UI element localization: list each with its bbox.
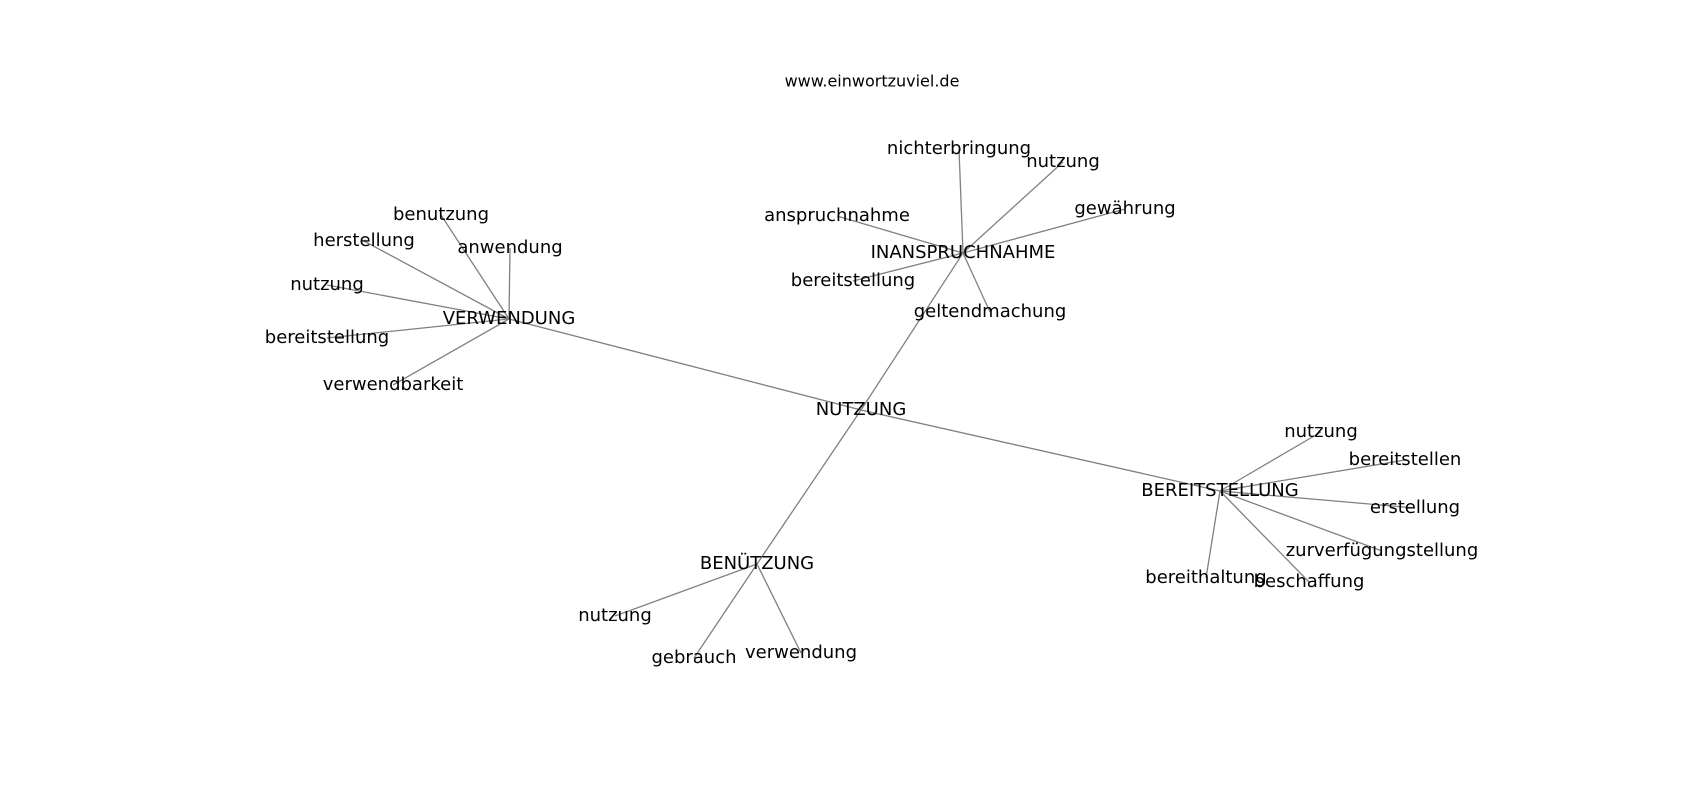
edge-inanspruchnahme-to-i-nichterbringung — [958, 148, 964, 254]
node-label-b-beschaffung: beschaffung — [1254, 571, 1365, 592]
node-label-i-geltendmachung: geltendmachung — [914, 301, 1067, 322]
node-label-i-nichterbringung: nichterbringung — [887, 138, 1031, 159]
edge-benuetzung-to-n-nutzung — [614, 563, 758, 617]
edge-bereitstellung-hub-to-b-zurverfuegungstellung — [1219, 490, 1383, 552]
edge-verwendung-to-v-herstellung — [363, 240, 510, 320]
edge-benuetzung-to-n-gebrauch — [693, 563, 758, 659]
edge-verwendung-to-v-anwendung — [508, 247, 511, 320]
edge-verwendung-to-v-nutzung — [326, 284, 510, 320]
edge-bereitstellung-hub-to-b-beschaffung — [1219, 490, 1310, 583]
node-label-b-erstellung: erstellung — [1370, 497, 1460, 518]
edge-nutzung-center-to-benuetzung — [756, 409, 862, 565]
node-label-benuetzung: BENÜTZUNG — [700, 552, 814, 574]
edge-bereitstellung-hub-to-b-erstellung — [1219, 490, 1416, 509]
node-label-i-gewaehrung: gewährung — [1074, 198, 1175, 219]
node-label-b-bereitstellen: bereitstellen — [1349, 449, 1462, 470]
edge-benuetzung-to-n-verwendung — [756, 563, 802, 654]
edge-inanspruchnahme-to-i-nutzung — [962, 161, 1064, 254]
node-label-n-gebrauch: gebrauch — [651, 647, 736, 668]
node-label-n-nutzung: nutzung — [578, 605, 652, 626]
node-label-n-verwendung: verwendung — [745, 642, 857, 663]
node-label-nutzung-center: NUTZUNG — [816, 399, 907, 420]
edge-bereitstellung-hub-to-b-bereitstellen — [1219, 459, 1406, 492]
node-label-b-zurverfuegungstellung: zurverfügungstellung — [1286, 540, 1479, 561]
edge-nutzung-center-to-inanspruchnahme — [860, 252, 964, 411]
node-label-i-anspruchnahme: anspruchnahme — [764, 205, 910, 226]
node-label-v-benutzung: benutzung — [393, 204, 489, 225]
node-label-i-nutzung: nutzung — [1026, 151, 1100, 172]
node-label-b-nutzung: nutzung — [1284, 421, 1358, 442]
node-label-v-nutzung: nutzung — [290, 274, 364, 295]
node-label-i-bereitstellung: bereitstellung — [791, 270, 915, 291]
edge-bereitstellung-hub-to-b-bereithaltung — [1205, 490, 1221, 579]
edge-verwendung-to-v-bereitstellung — [326, 318, 510, 339]
node-label-bereitstellung-hub: BEREITSTELLUNG — [1141, 480, 1298, 501]
node-label-inanspruchnahme: INANSPRUCHNAHME — [871, 242, 1056, 263]
node-label-verwendung: VERWENDUNG — [443, 308, 576, 329]
watermark-text: www.einwortzuviel.de — [785, 72, 960, 91]
edge-bereitstellung-hub-to-b-nutzung — [1219, 431, 1322, 492]
edge-nutzung-center-to-verwendung — [508, 318, 862, 411]
node-label-v-anwendung: anwendung — [457, 237, 562, 258]
node-label-v-bereitstellung: bereitstellung — [265, 327, 389, 348]
node-label-v-verwendbarkeit: verwendbarkeit — [323, 374, 464, 395]
node-label-b-bereithaltung: bereithaltung — [1145, 567, 1266, 588]
edge-nutzung-center-to-bereitstellung-hub — [860, 409, 1221, 492]
edge-inanspruchnahme-to-i-geltendmachung — [962, 252, 991, 313]
node-label-v-herstellung: herstellung — [313, 230, 415, 251]
nodes-layer: NUTZUNG VERWENDUNG INANSPRUCHNAHME BEREITST… — [265, 138, 1478, 668]
edge-verwendung-to-v-benutzung — [440, 214, 510, 320]
edge-inanspruchnahme-to-i-bereitstellung — [852, 252, 964, 282]
edges-layer — [326, 148, 1416, 659]
edge-inanspruchnahme-to-i-anspruchnahme — [836, 215, 964, 254]
edge-inanspruchnahme-to-i-gewaehrung — [962, 208, 1126, 254]
edge-verwendung-to-v-verwendbarkeit — [392, 318, 510, 386]
